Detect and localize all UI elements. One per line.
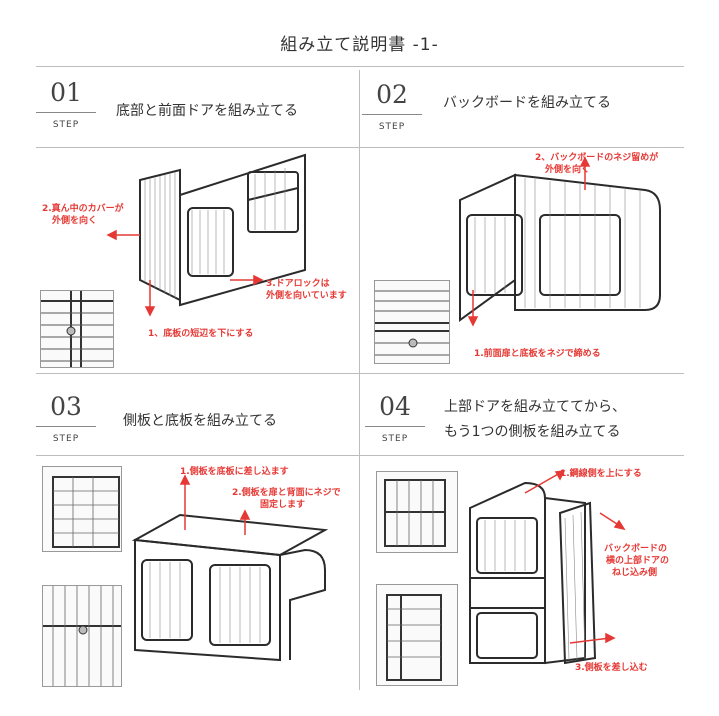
- annotation: 1、底板の短辺を下にする: [148, 329, 254, 339]
- step-02-cage-illustration: [459, 156, 661, 327]
- center-divider: [359, 70, 360, 690]
- annotation: 1.前面扉と底板をネジで締める: [474, 349, 601, 359]
- detail-mesh-illustration: [43, 586, 121, 686]
- annotation: 外側を向く: [545, 165, 591, 175]
- detail-inset: [374, 280, 450, 364]
- annotation: 1.鋼線側を上にする: [560, 469, 642, 479]
- step-04-cage-illustration: [469, 470, 626, 665]
- annotation: 外側を向いています: [266, 291, 347, 301]
- step-03-cage-illustration: [131, 474, 329, 662]
- step-underline: [365, 426, 425, 427]
- step-title: バックボードを組み立てる: [443, 95, 611, 111]
- step-title-line: 上部ドアを組み立ててから、: [444, 399, 626, 415]
- step-title-line: もう1つの側板を組み立てる: [444, 424, 621, 440]
- annotation: 3.側板を差し込む: [575, 663, 648, 673]
- step-label: STEP: [52, 434, 80, 444]
- step-underline: [36, 426, 96, 427]
- step-label: STEP: [378, 122, 406, 132]
- annotation: 外側を向く: [52, 216, 98, 226]
- detail-mesh-illustration: [384, 479, 446, 547]
- page-title: 組み立て説明書 -1-: [280, 35, 439, 55]
- annotation: 3.ドアロックは: [266, 279, 330, 289]
- detail-inset: [376, 584, 458, 686]
- step-number: 01: [50, 78, 82, 107]
- step-01-cage-illustration: [106, 153, 306, 317]
- annotation: ねじ込み側: [612, 568, 658, 578]
- annotation: バックボードの: [604, 544, 668, 554]
- step-number: 03: [50, 392, 82, 421]
- title-divider: [36, 66, 684, 67]
- detail-mesh-illustration: [375, 290, 449, 356]
- annotation: 2.真ん中のカバーが: [42, 204, 124, 214]
- step-title: 底部と前面ドアを組み立てる: [116, 103, 298, 119]
- detail-inset: [40, 290, 114, 368]
- row-divider: [36, 373, 684, 374]
- detail-mesh-illustration: [52, 476, 120, 548]
- row1-divider: [36, 147, 684, 148]
- step-title: 側板と底板を組み立てる: [123, 413, 277, 429]
- step-label: STEP: [381, 434, 409, 444]
- annotation: 横の上部ドアの: [606, 556, 670, 566]
- detail-inset: [42, 466, 122, 552]
- annotation: 1.側板を底板に差し込ます: [180, 467, 289, 477]
- step-number: 02: [376, 80, 408, 109]
- step-number: 04: [379, 392, 411, 421]
- annotation: 2、バックボードのネジ留めが: [535, 153, 659, 163]
- annotation: 固定します: [260, 500, 306, 510]
- detail-mesh-illustration: [386, 594, 442, 681]
- detail-mesh-illustration: [41, 291, 113, 367]
- step-underline: [362, 114, 422, 115]
- annotation: 2.側板を扉と背面にネジで: [232, 488, 341, 498]
- detail-inset: [42, 585, 122, 687]
- row3-divider: [36, 455, 684, 456]
- detail-inset: [376, 471, 458, 553]
- step-label: STEP: [52, 120, 80, 130]
- step-underline: [36, 112, 96, 113]
